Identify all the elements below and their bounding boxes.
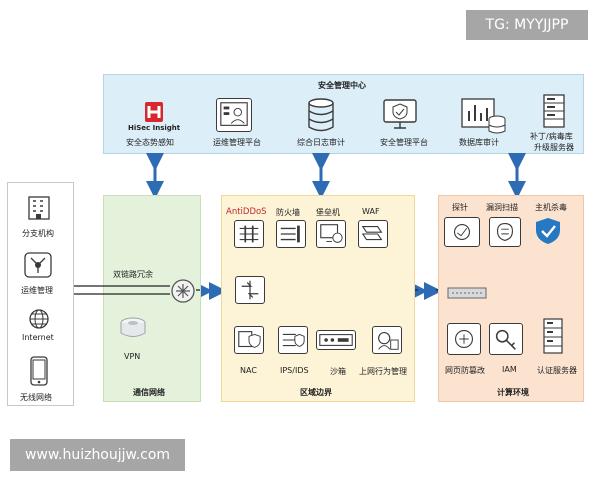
comm-dual-link-label: 双链路冗余 xyxy=(113,270,153,279)
watermark-bottom: www.huizhoujjw.com xyxy=(10,439,185,471)
boundary-bottom-label-0: NAC xyxy=(240,366,257,375)
compute-env-title: 计算环境 xyxy=(497,388,529,397)
db-audit-icon xyxy=(460,97,506,135)
hisec-logo-icon xyxy=(143,101,165,123)
center-item-security-platform: 安全管理平台 xyxy=(380,138,428,147)
mobile-phone-icon xyxy=(30,356,48,386)
hisec-brand-label: HiSec Insight xyxy=(128,124,181,132)
database-icon xyxy=(307,98,335,132)
antiddos-icon xyxy=(234,220,264,248)
antivirus-shield-icon xyxy=(534,216,562,246)
left-item-branch: 分支机构 xyxy=(22,229,54,238)
boundary-bottom-label-3: 上网行为管理 xyxy=(359,367,407,376)
boundary-bottom-label-1: IPS/IDS xyxy=(280,366,309,375)
security-center-title: 安全管理中心 xyxy=(318,81,366,90)
bastion-host-icon xyxy=(316,220,346,248)
compute-bottom-label-2: 认证服务器 xyxy=(537,366,577,375)
behavior-mgmt-icon xyxy=(372,326,402,354)
network-hub-icon xyxy=(24,252,52,278)
firewall-icon xyxy=(276,220,306,248)
compute-switch-icon xyxy=(447,284,487,299)
compute-top-label-0: 探针 xyxy=(452,203,468,212)
security-center-panel xyxy=(103,74,584,154)
compute-top-label-1: 漏洞扫描 xyxy=(486,203,518,212)
center-item-db-audit: 数据库审计 xyxy=(459,138,499,147)
compute-bottom-label-0: 网页防篡改 xyxy=(445,366,485,375)
watermark-top: TG: MYYJJPP xyxy=(466,10,588,40)
comm-network-panel xyxy=(103,195,201,402)
left-item-internet: Internet xyxy=(22,333,54,342)
center-item-log-audit: 综合日志审计 xyxy=(297,138,345,147)
center-item-situation: 安全态势感知 xyxy=(126,138,174,147)
boundary-bottom-label-2: 沙箱 xyxy=(330,367,346,376)
compute-top-label-2: 主机杀毒 xyxy=(535,203,567,212)
waf-icon xyxy=(358,220,388,248)
boundary-top-label-0: AntiDDoS xyxy=(226,207,267,217)
monitor-shield-icon xyxy=(382,98,418,132)
comm-network-title: 通信网络 xyxy=(133,388,165,397)
boundary-top-label-3: WAF xyxy=(362,207,380,216)
patch-server-icon xyxy=(542,94,566,128)
compute-bottom-label-1: IAM xyxy=(502,365,517,374)
ips-ids-icon xyxy=(278,326,308,354)
center-item-patch-server-line1: 补丁/病毒库 xyxy=(530,132,573,141)
web-tamper-icon xyxy=(447,323,481,355)
comm-vpn-label: VPN xyxy=(124,352,141,361)
left-item-ops: 运维管理 xyxy=(21,286,53,295)
center-item-patch-server-line2: 升级服务器 xyxy=(534,143,574,152)
ops-platform-icon xyxy=(216,98,252,132)
probe-icon xyxy=(444,217,480,247)
globe-icon xyxy=(28,308,50,330)
auth-server-icon xyxy=(542,318,564,354)
sandbox-icon xyxy=(316,330,356,350)
iam-key-icon xyxy=(489,323,523,355)
center-item-ops: 运维管理平台 xyxy=(213,138,261,147)
router-icon xyxy=(170,278,196,304)
vuln-scan-icon xyxy=(489,217,521,247)
left-item-wireless: 无线网络 xyxy=(20,393,52,402)
area-boundary-title: 区域边界 xyxy=(300,388,332,397)
building-icon xyxy=(26,195,52,221)
boundary-top-label-1: 防火墙 xyxy=(276,208,300,217)
boundary-top-label-2: 堡垒机 xyxy=(316,208,340,217)
nac-icon xyxy=(234,326,264,354)
boundary-switch-icon xyxy=(235,276,265,304)
vpn-device-icon xyxy=(118,313,148,343)
